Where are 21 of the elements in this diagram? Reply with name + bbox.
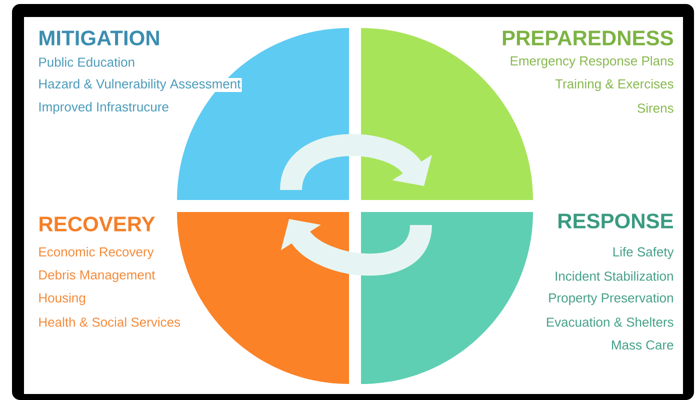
list-item: Training & Exercises	[554, 78, 675, 92]
list-item: Housing	[37, 292, 87, 306]
list-item: Mass Care	[610, 339, 675, 351]
section-heading: MITIGATION	[40, 30, 159, 46]
list-item: Hazard & Vulnerability Assessment	[37, 78, 242, 92]
section-heading: PREPAREDNESS	[502, 30, 673, 46]
list-item: Health & Social Services	[37, 316, 182, 328]
list-item: Emergency Response Plans	[508, 54, 675, 70]
list-item: Incident Stabilization	[554, 270, 675, 282]
list-item: Sirens	[636, 102, 675, 114]
section-heading: RESPONSE	[558, 214, 673, 228]
list-item: Public Education	[37, 56, 136, 68]
list-item: Evacuation & Shelters	[544, 316, 675, 328]
list-item: Economic Recovery	[37, 246, 155, 260]
section-heading: RECOVERY	[40, 216, 155, 232]
cycle-arrow	[280, 134, 432, 192]
list-item: Debris Management	[37, 268, 156, 284]
list-item: Property Preservation	[547, 292, 675, 306]
list-item: Life Safety	[611, 246, 675, 260]
cycle-arrow	[280, 219, 432, 276]
list-item: Improved Infrastrucure	[37, 100, 170, 116]
